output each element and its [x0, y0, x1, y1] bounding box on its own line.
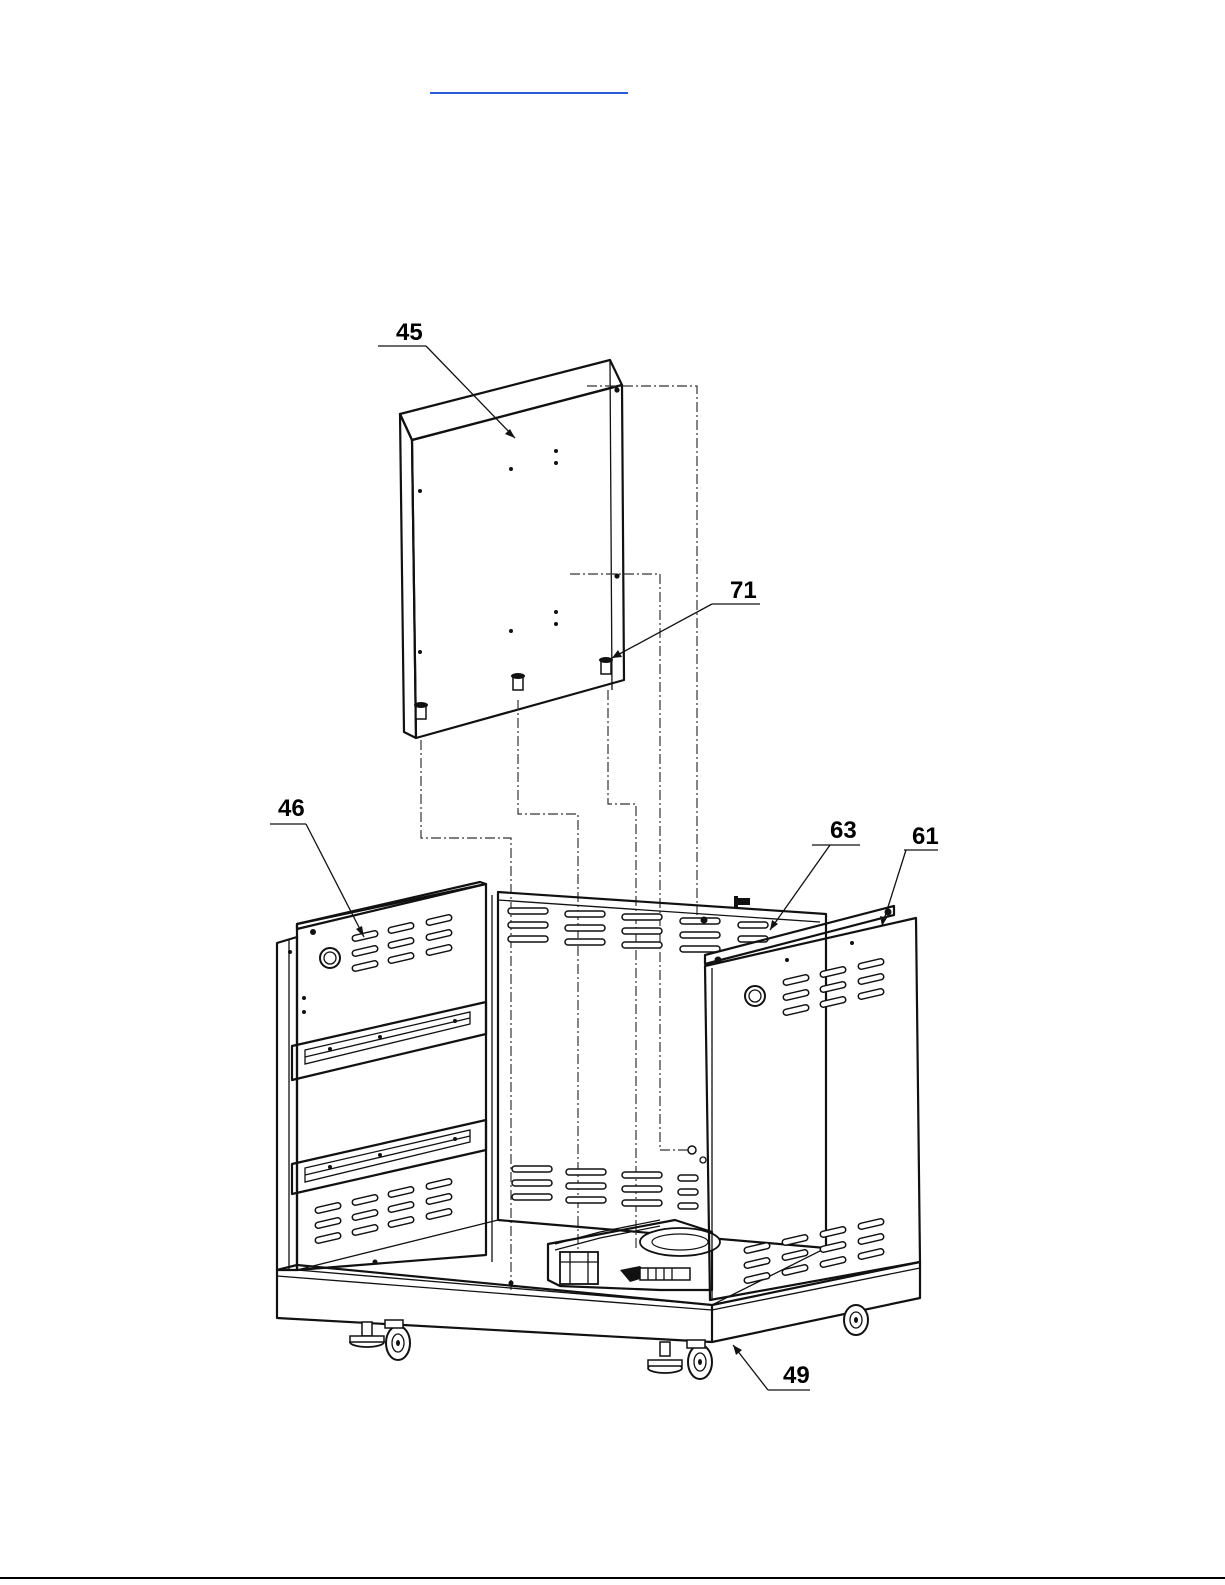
callout-49: 49 [733, 1345, 810, 1390]
page-bottom-rule [0, 1577, 1225, 1579]
svg-text:49: 49 [783, 1362, 810, 1389]
drawer-slide-upper [292, 1002, 486, 1080]
caster-rear-right [844, 1305, 868, 1335]
left-side-panel [277, 882, 486, 1270]
rear-wall-lower-vents [512, 1166, 698, 1209]
right-panel-upper-vents [783, 958, 885, 1016]
foot-front-right [648, 1342, 682, 1373]
screw-right [599, 657, 613, 674]
gas-burner-assembly [548, 1220, 720, 1290]
svg-text:71: 71 [730, 577, 757, 604]
callout-45: 45 [378, 319, 515, 438]
svg-text:61: 61 [912, 823, 939, 850]
rear-wall [492, 892, 826, 1262]
svg-text:63: 63 [830, 817, 857, 844]
drawer-slide-lower [292, 1120, 486, 1194]
svg-text:46: 46 [278, 795, 305, 822]
caster-front-right [687, 1340, 712, 1379]
screw-left [414, 702, 428, 719]
back-panel [400, 360, 624, 738]
left-panel-upper-vents [352, 914, 453, 972]
rear-wall-upper-vents [508, 908, 768, 952]
callout-71: 71 [612, 577, 760, 658]
svg-text:45: 45 [396, 319, 423, 346]
screw-middle [511, 673, 525, 690]
loose-screw [734, 896, 750, 907]
left-panel-lower-vents [315, 1178, 453, 1244]
foot-front-left [350, 1322, 384, 1347]
